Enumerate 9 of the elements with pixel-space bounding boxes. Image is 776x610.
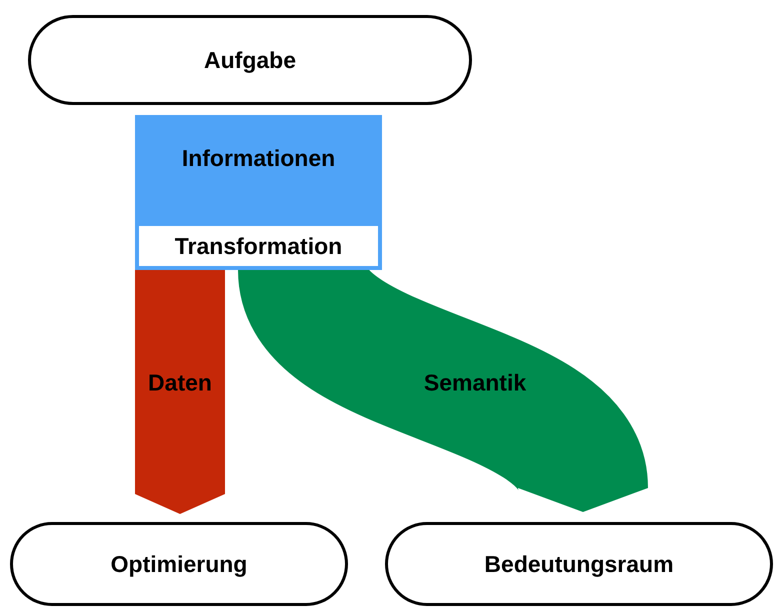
process-box bbox=[135, 115, 382, 270]
process-box bbox=[139, 226, 378, 266]
node-label: Aufgabe bbox=[204, 46, 296, 74]
edge-label: Daten bbox=[148, 370, 212, 396]
edge-label: Semantik bbox=[424, 370, 526, 396]
node-label: Bedeutungsraum bbox=[484, 550, 674, 578]
node-label: Informationen bbox=[182, 145, 336, 172]
node-label: Optimierung bbox=[110, 550, 248, 578]
node-label: Transformation bbox=[174, 232, 342, 260]
